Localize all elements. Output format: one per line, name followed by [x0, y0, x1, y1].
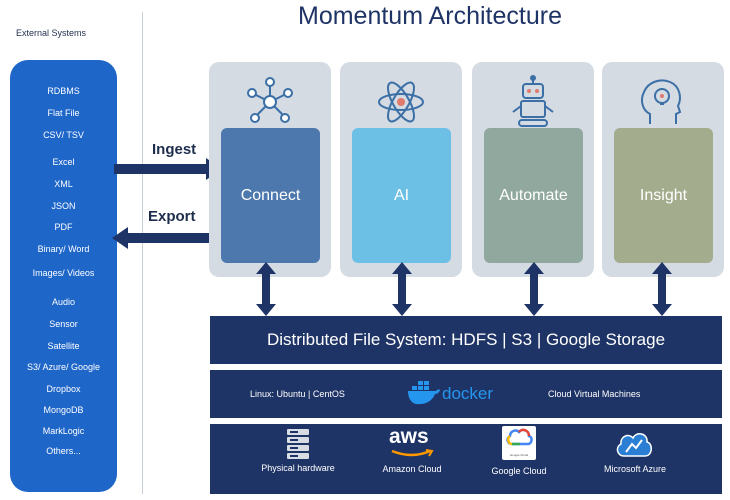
aws-logo-icon: aws — [389, 425, 429, 448]
docker-whale-icon — [408, 381, 440, 405]
ingest-label: Ingest — [152, 141, 197, 158]
linux-label: Linux: Ubuntu | CentOS — [250, 389, 345, 399]
external-item: PDF — [54, 222, 73, 232]
external-item: RDBMS — [47, 86, 80, 96]
external-systems-title: External Systems — [16, 28, 87, 38]
external-item: Excel — [52, 157, 75, 167]
google-cloud-label: Google Cloud — [491, 466, 547, 476]
aws-smile-icon — [391, 449, 434, 457]
external-item: Others... — [46, 446, 81, 456]
server-rack-icon — [287, 429, 309, 459]
automate-dfs-arrow — [524, 262, 544, 316]
ai-dfs-arrow — [392, 262, 412, 316]
ingest-arrow — [114, 158, 222, 180]
external-item: Images/ Videos — [32, 268, 95, 278]
network-nodes-icon — [247, 77, 293, 123]
external-item: Dropbox — [46, 384, 81, 394]
external-item: CSV/ TSV — [43, 130, 84, 140]
external-item: Sensor — [49, 319, 78, 329]
insight-box: Insight — [614, 128, 713, 263]
external-item: Binary/ Word — [37, 244, 90, 254]
ai-box: AI — [352, 128, 451, 263]
head-lightbulb-icon — [641, 79, 682, 124]
external-item: Satellite — [47, 341, 80, 351]
docker-logo-text: docker — [442, 384, 494, 403]
google-cloud-logo-text: Google Cloud — [509, 453, 529, 457]
distributed-file-system-layer: Distributed File System: HDFS | S3 | Goo… — [210, 316, 722, 364]
connect-box: Connect — [221, 128, 320, 263]
robot-icon — [512, 75, 554, 127]
infrastructure-layer: Physical hardware aws Amazon Cloud Googl… — [210, 424, 722, 494]
google-cloud-icon: Google Cloud — [502, 426, 536, 460]
google-cloud-logo — [506, 428, 533, 446]
atom-icon — [378, 81, 424, 123]
divider-line — [142, 12, 143, 494]
external-item: S3/ Azure/ Google — [26, 362, 101, 372]
export-arrow — [112, 227, 220, 249]
diagram-title: Momentum Architecture — [298, 2, 562, 30]
export-label: Export — [148, 208, 196, 225]
microsoft-azure-label: Microsoft Azure — [603, 464, 667, 474]
cloud-vm-label: Cloud Virtual Machines — [548, 389, 641, 399]
external-systems-panel: RDBMS Flat File CSV/ TSV Excel XML JSON … — [10, 60, 117, 492]
amazon-cloud-label: Amazon Cloud — [382, 464, 442, 474]
external-item: Audio — [51, 297, 76, 307]
connect-dfs-arrow — [256, 262, 276, 316]
os-container-layer: Linux: Ubuntu | CentOS docker Cloud Virt… — [210, 370, 722, 418]
external-item: JSON — [51, 201, 76, 211]
external-item: Flat File — [47, 108, 80, 118]
azure-cloud-icon — [616, 433, 652, 457]
external-item: MarkLogic — [42, 426, 85, 436]
automate-box: Automate — [484, 128, 583, 263]
insight-dfs-arrow — [652, 262, 672, 316]
external-item: MongoDB — [43, 405, 84, 415]
physical-hardware-label: Physical hardware — [261, 463, 335, 473]
external-item: XML — [54, 179, 73, 189]
